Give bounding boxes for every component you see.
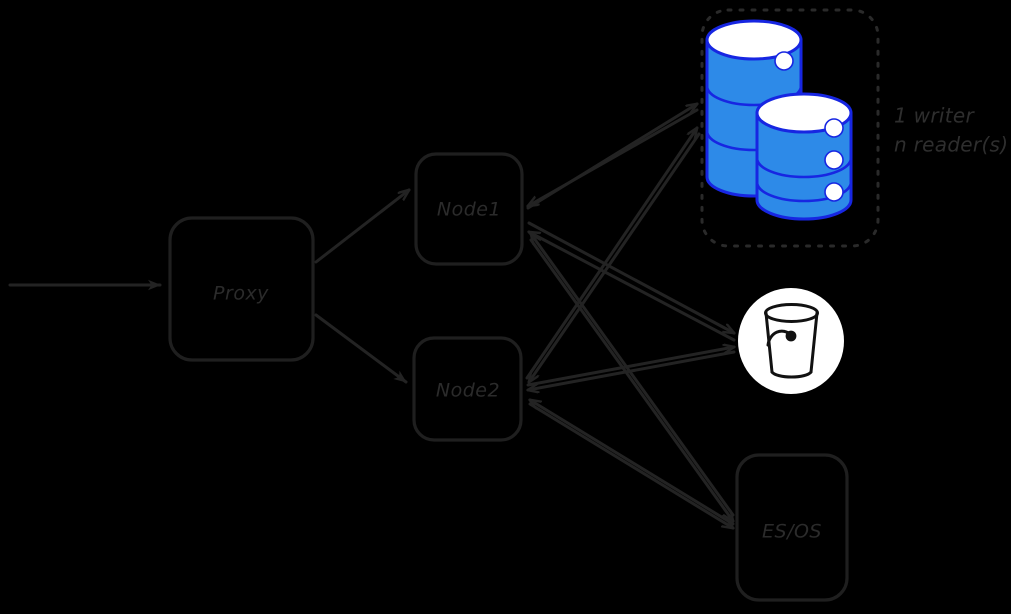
node1-node[interactable]: Node1 [414, 152, 524, 266]
node2-box[interactable] [412, 336, 523, 442]
edge-node1-to-esos [529, 234, 735, 521]
database-annotation: 1 writer n reader(s) [894, 104, 1008, 157]
node1-label: Node1 [437, 199, 501, 221]
edge-node1-to-database [528, 102, 697, 210]
database-group[interactable] [700, 8, 880, 248]
edge-node2-to-esos [530, 398, 733, 530]
bucket-icon [764, 303, 819, 379]
object-store-node[interactable] [738, 288, 844, 394]
annotation-line-2: n reader(s) [894, 133, 1008, 157]
edge-node2-to-bucket [528, 347, 734, 390]
node1-box[interactable] [414, 152, 524, 266]
database-group-border [700, 8, 880, 248]
edge-proxy-to-node2 [314, 313, 408, 384]
proxy-label: Proxy [213, 283, 269, 305]
database-cylinder-front [755, 92, 853, 221]
esos-node[interactable]: ES/OS [735, 453, 849, 602]
edge-node2-to-database [525, 128, 701, 382]
esos-box[interactable] [735, 453, 849, 602]
proxy-node[interactable]: Proxy [168, 216, 315, 362]
proxy-box[interactable] [168, 216, 315, 362]
node2-node[interactable]: Node2 [412, 336, 523, 442]
edge-node1-to-bucket [529, 221, 734, 342]
annotation-line-1: 1 writer [894, 104, 975, 128]
edge-proxy-to-node1 [314, 190, 409, 264]
node2-label: Node2 [436, 380, 500, 402]
esos-label: ES/OS [762, 521, 822, 543]
